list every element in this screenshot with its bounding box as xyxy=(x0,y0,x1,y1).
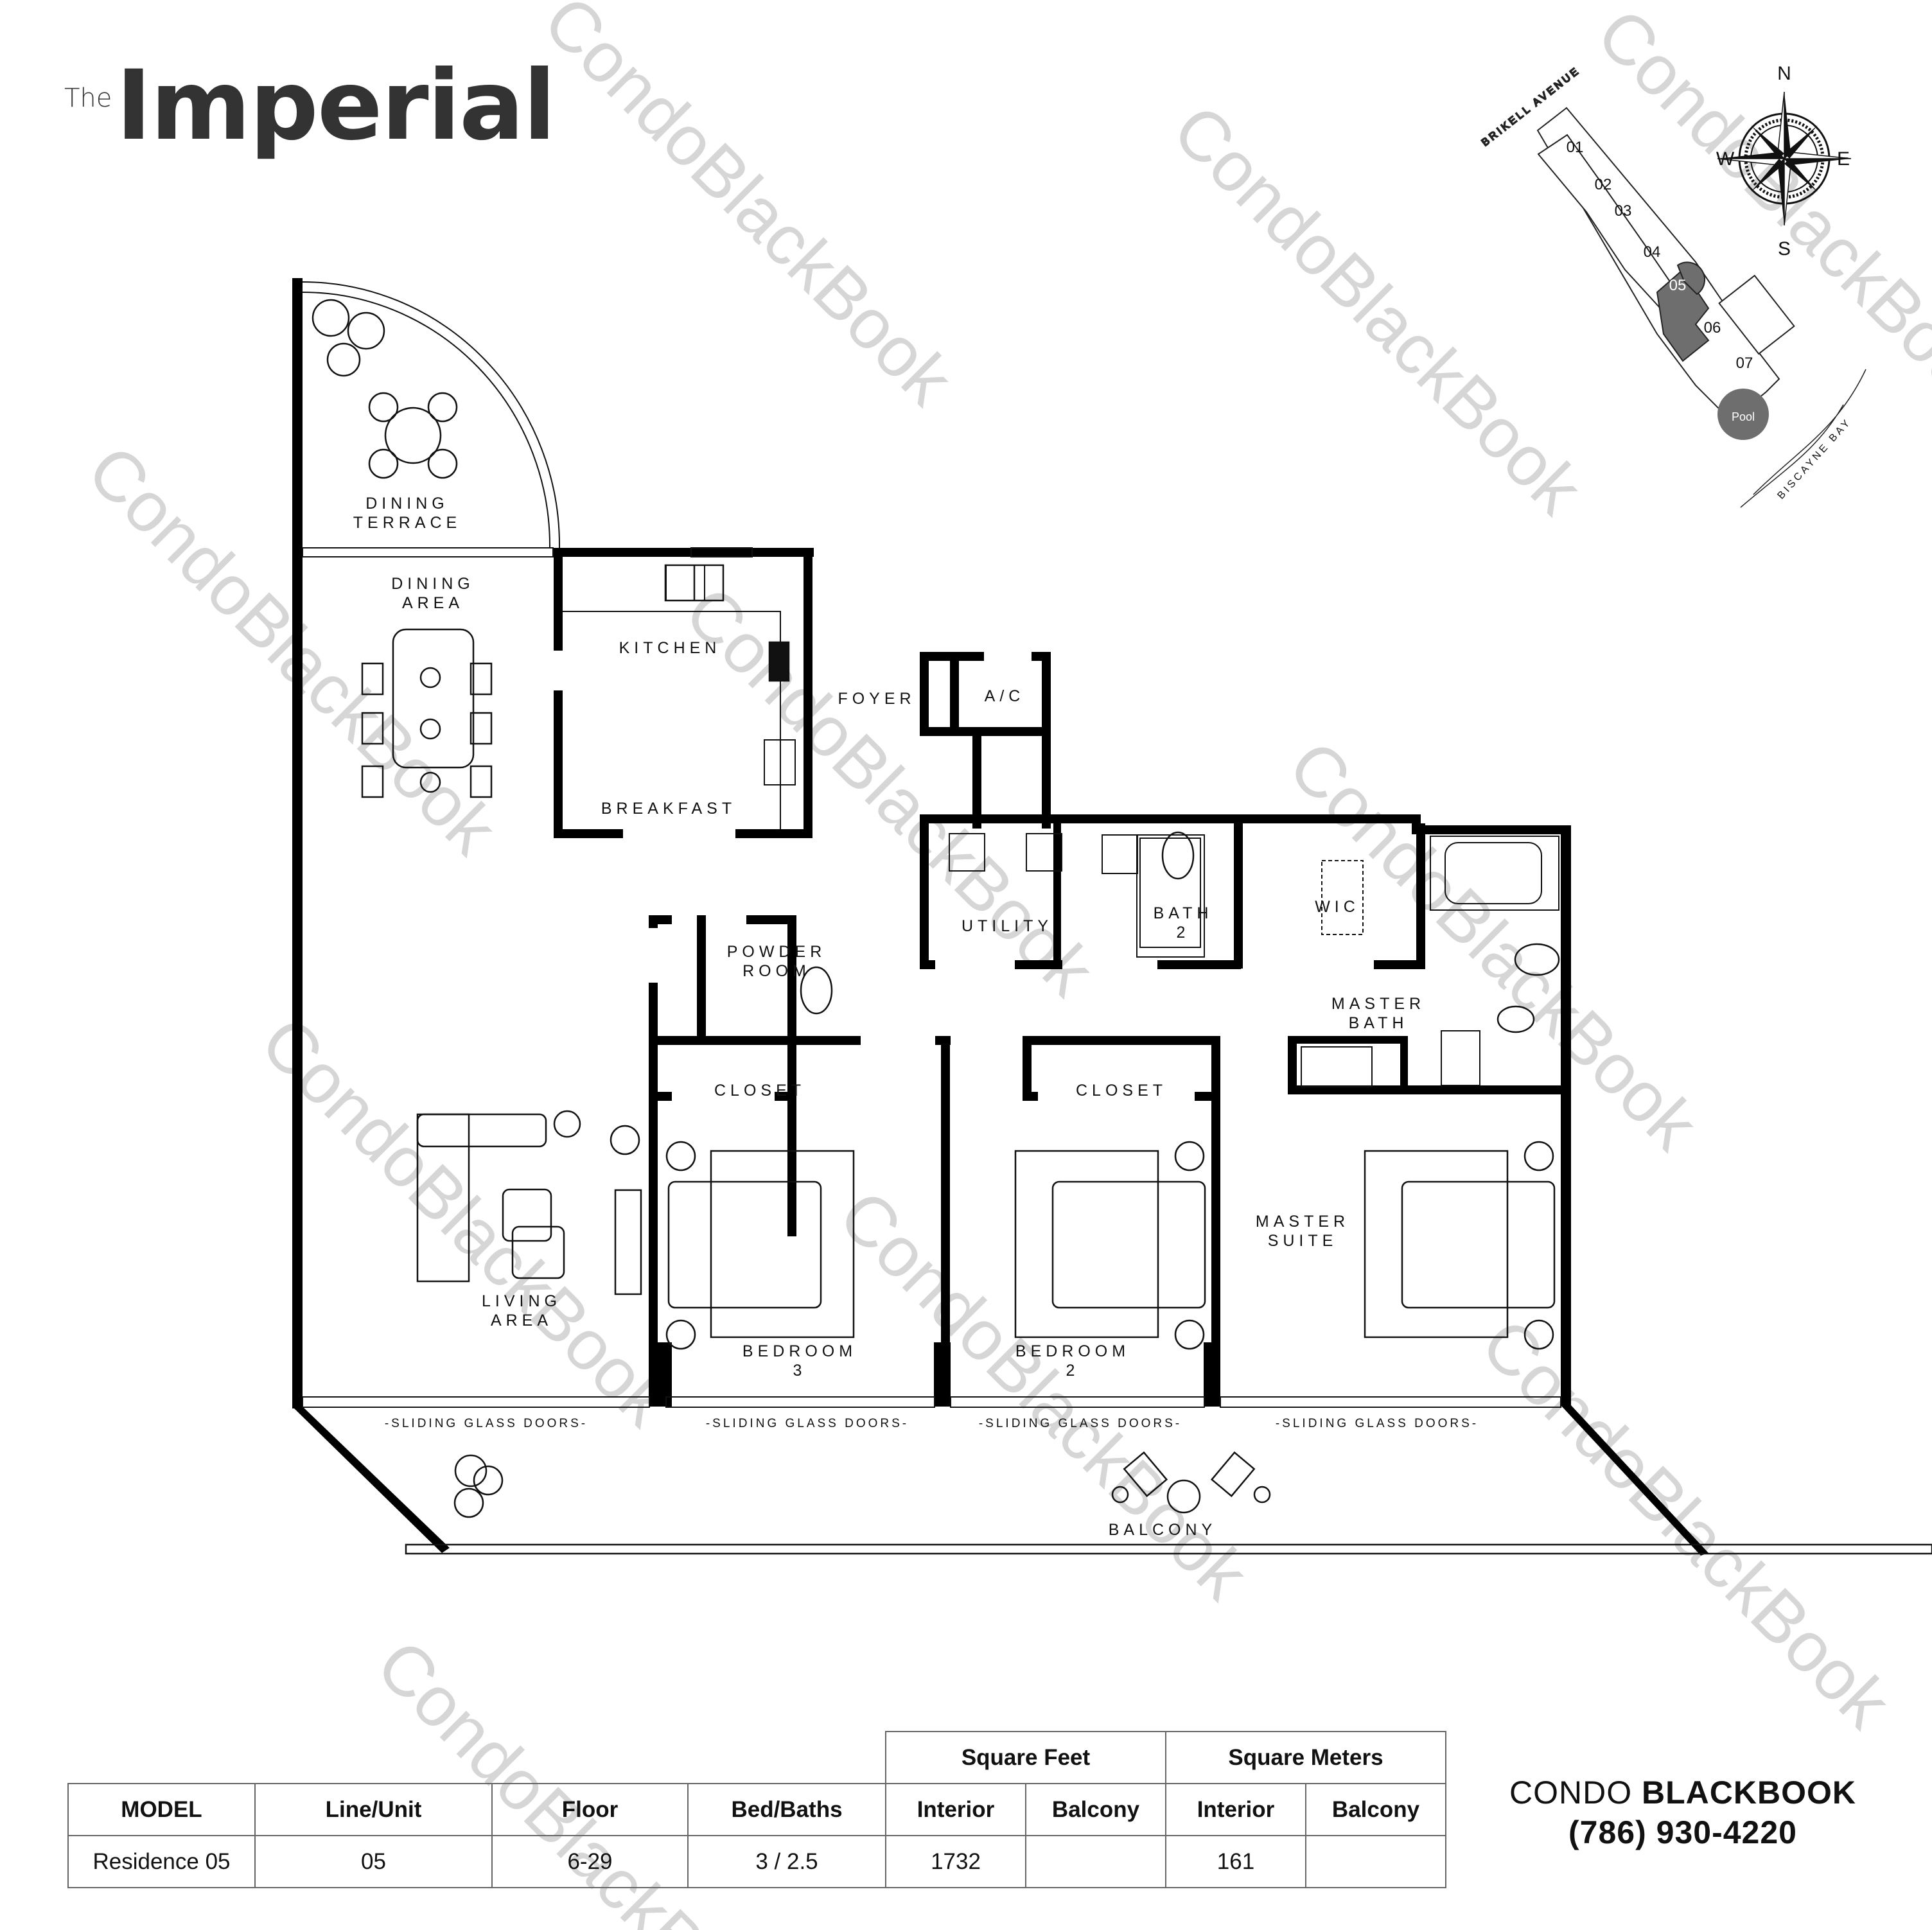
label-dining-terrace: DINING xyxy=(365,495,449,513)
balcony-wall-right xyxy=(1561,1405,1708,1556)
col-sqft-interior: Interior xyxy=(885,1783,1026,1836)
col-sqm-balcony: Balcony xyxy=(1305,1783,1446,1836)
cell-sqm-balcony xyxy=(1305,1835,1446,1888)
svg-text:2: 2 xyxy=(1177,924,1190,942)
thin-lines xyxy=(302,281,1932,1555)
group-header-square-meters: Square Meters xyxy=(1165,1731,1446,1784)
label-foyer: FOYER xyxy=(838,690,915,708)
condo-blackbook-contact: CONDO BLACKBOOK (786) 930-4220 xyxy=(1445,1773,1920,1852)
svg-text:N: N xyxy=(1777,63,1791,84)
svg-text:3: 3 xyxy=(793,1362,807,1380)
svg-text:TERRACE: TERRACE xyxy=(353,514,461,532)
kitchen-sink-icon xyxy=(664,564,724,602)
balcony-wall-left xyxy=(292,1407,450,1553)
label-master-bath: MASTER xyxy=(1331,995,1425,1013)
label-bedroom-3: BEDROOM xyxy=(742,1342,857,1360)
logo-name: Imperial xyxy=(116,50,556,162)
terrace-dining-set-icon xyxy=(368,392,458,479)
compass-rose-icon: N S E W xyxy=(1716,63,1852,259)
svg-text:02: 02 xyxy=(1595,176,1612,193)
dining-table-icon xyxy=(361,628,493,798)
walls xyxy=(292,278,1708,1556)
svg-text:AREA: AREA xyxy=(491,1312,552,1329)
furniture xyxy=(312,299,1560,1518)
svg-text:01: 01 xyxy=(1567,139,1584,156)
col-bed-baths: Bed/Baths xyxy=(687,1783,886,1836)
svg-text:E: E xyxy=(1837,148,1850,170)
label-master-suite: MASTER xyxy=(1256,1213,1349,1231)
label-sliding-doors-master: -SLIDING GLASS DOORS- xyxy=(1276,1417,1479,1430)
unit-05-label: 05 xyxy=(1669,277,1687,294)
col-sqm-interior: Interior xyxy=(1165,1783,1306,1836)
label-utility: UTILITY xyxy=(962,917,1053,935)
svg-text:S: S xyxy=(1778,238,1791,259)
adjacent-building xyxy=(1718,274,1795,355)
svg-text:04: 04 xyxy=(1644,243,1661,261)
svg-text:CondoBlackBook: CondoBlackBook xyxy=(1158,90,1597,529)
bed-bedroom-3-icon xyxy=(665,1141,855,1350)
cell-sqft-balcony xyxy=(1025,1835,1166,1888)
svg-text:CondoBlackBook: CondoBlackBook xyxy=(1466,1304,1906,1743)
label-sliding-doors-living: -SLIDING GLASS DOORS- xyxy=(385,1417,588,1430)
bed-master-icon xyxy=(1364,1141,1556,1350)
svg-text:2: 2 xyxy=(1066,1362,1080,1380)
svg-text:07: 07 xyxy=(1736,355,1753,372)
cooktop-icon xyxy=(768,641,790,682)
svg-text:AREA: AREA xyxy=(402,594,464,612)
room-labels: DINING TERRACE DINING AREA KITCHEN BREAK… xyxy=(353,495,1479,1539)
svg-text:06: 06 xyxy=(1704,319,1721,337)
plant-icon xyxy=(312,299,385,377)
cell-line-unit: 05 xyxy=(254,1835,493,1888)
toilet-icon xyxy=(800,831,1560,1033)
label-kitchen: KITCHEN xyxy=(619,639,721,657)
col-sqft-balcony: Balcony xyxy=(1025,1783,1166,1836)
balcony-seating-icon xyxy=(453,1451,1271,1518)
svg-text:CondoBlackBook: CondoBlackBook xyxy=(246,1002,685,1441)
label-sliding-doors-bedroom-2: -SLIDING GLASS DOORS- xyxy=(979,1417,1182,1430)
label-sliding-doors-bedroom-3: -SLIDING GLASS DOORS- xyxy=(706,1417,909,1430)
pool-shape xyxy=(1717,389,1769,440)
label-closet-bedroom-3: CLOSET xyxy=(714,1082,805,1100)
svg-text:CondoBlackBook: CondoBlackBook xyxy=(824,1175,1263,1615)
svg-text:W: W xyxy=(1716,148,1735,170)
phone-number: (786) 930-4220 xyxy=(1568,1814,1797,1850)
col-floor: Floor xyxy=(491,1783,689,1836)
cell-sqft-interior: 1732 xyxy=(885,1835,1026,1888)
label-closet-bedroom-2: CLOSET xyxy=(1076,1082,1167,1100)
label-dining-area: DINING xyxy=(391,575,475,593)
label-powder-room: POWDER xyxy=(727,943,827,961)
svg-text:BATH: BATH xyxy=(1349,1014,1409,1032)
cell-sqm-interior: 161 xyxy=(1165,1835,1306,1888)
group-header-square-feet: Square Feet xyxy=(885,1731,1166,1784)
sofa-icon xyxy=(416,1110,642,1295)
bed-bedroom-2-icon xyxy=(1014,1141,1206,1350)
label-bedroom-2: BEDROOM xyxy=(1015,1342,1130,1360)
label-balcony: BALCONY xyxy=(1109,1521,1216,1539)
svg-text:SUITE: SUITE xyxy=(1268,1232,1338,1250)
cell-bed-baths: 3 / 2.5 xyxy=(687,1835,886,1888)
table-row: Residence 05 05 6-29 3 / 2.5 1732 161 xyxy=(67,1835,1446,1888)
label-bath-2: BATH xyxy=(1154,904,1213,922)
logo-prefix: The xyxy=(64,83,112,113)
label-ac: A/C xyxy=(985,687,1025,705)
cell-floor: 6-29 xyxy=(491,1835,689,1888)
brand-name: CONDO BLACKBOOK xyxy=(1509,1775,1856,1811)
svg-text:03: 03 xyxy=(1615,202,1632,220)
imperial-logo: The Imperial xyxy=(64,50,556,162)
pool-label: Pool xyxy=(1732,410,1755,423)
svg-text:CondoBlackBook: CondoBlackBook xyxy=(1274,726,1713,1165)
unit-specs-table: Square Feet Square Meters MODEL Line/Uni… xyxy=(67,1731,1446,1888)
bay-label: BISCAYNE BAY xyxy=(1775,416,1854,502)
col-model: MODEL xyxy=(67,1783,256,1836)
svg-text:ROOM: ROOM xyxy=(742,962,811,980)
col-line-unit: Line/Unit xyxy=(254,1783,493,1836)
label-wic: WIC xyxy=(1315,898,1360,916)
svg-text:CondoBlackBook: CondoBlackBook xyxy=(529,0,968,420)
cell-model: Residence 05 xyxy=(67,1835,256,1888)
label-breakfast: BREAKFAST xyxy=(601,800,736,818)
label-living-area: LIVING xyxy=(482,1292,561,1310)
